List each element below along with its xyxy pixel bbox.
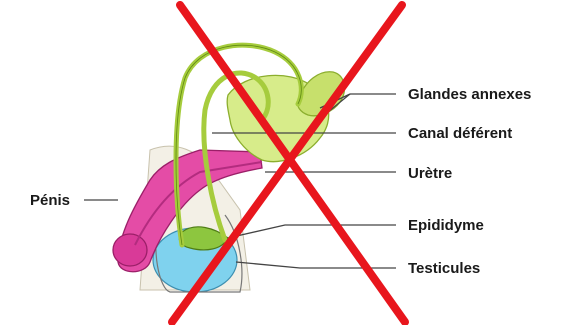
leader-testicules [236, 262, 396, 268]
label-testicules: Testicules [408, 260, 480, 277]
label-uretre: Urètre [408, 165, 452, 182]
label-glandes-annexes: Glandes annexes [408, 86, 531, 103]
label-epididyme: Epididyme [408, 217, 484, 234]
penis-glans [113, 234, 147, 266]
label-canal-deferent: Canal déférent [408, 125, 512, 142]
anatomy-illustration [113, 45, 344, 292]
label-penis: Pénis [30, 192, 70, 209]
leader-epididyme [228, 225, 396, 238]
